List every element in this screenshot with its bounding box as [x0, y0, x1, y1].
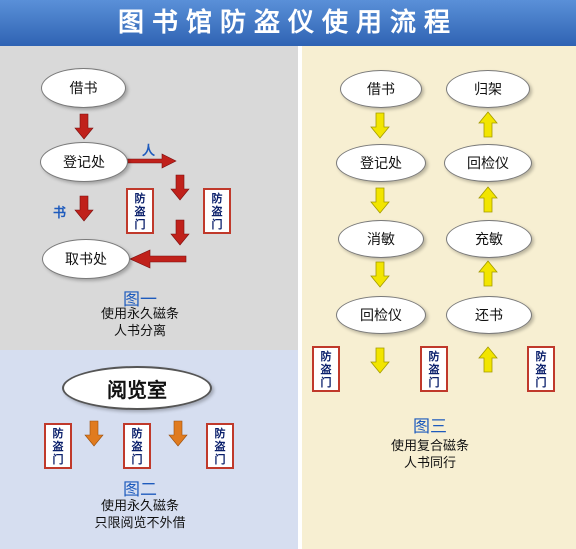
figure-3-label: 图三: [413, 417, 447, 437]
figure-1-label: 图一: [123, 290, 157, 310]
security-gate-1b: 防盗门: [203, 188, 231, 234]
security-gate-3c: 防盗门: [527, 346, 555, 392]
title-bar: [0, 0, 576, 46]
figure-1-caption-line2: 人书分离: [113, 324, 166, 339]
node-register-3: 登记处: [336, 144, 426, 182]
node-sensitize: 充敏: [446, 220, 532, 258]
security-gate-1a: 防盗门: [126, 188, 154, 234]
node-reading-room: 阅览室: [62, 366, 212, 410]
figure-1-caption-line1: 使用永久磁条: [100, 307, 179, 322]
figure-3-caption-line1: 使用复合磁条: [390, 439, 469, 454]
node-borrow-3: 借书: [340, 70, 422, 108]
node-return: 还书: [446, 296, 532, 334]
label-book: 书: [53, 206, 67, 221]
panel-figure-3: [301, 46, 576, 549]
figure-3-caption-line2: 人书同行: [403, 456, 456, 471]
security-gate-2a: 防盗门: [44, 423, 72, 469]
security-gate-3a: 防盗门: [312, 346, 340, 392]
node-register: 登记处: [40, 142, 128, 182]
figure-2-label: 图二: [123, 480, 157, 500]
node-desensitize: 消敏: [338, 220, 424, 258]
node-pickup: 取书处: [42, 239, 130, 279]
node-recheck-left: 回检仪: [336, 296, 426, 334]
node-recheck-right: 回检仪: [444, 144, 532, 182]
node-borrow: 借书: [41, 68, 126, 108]
security-gate-2b: 防盗门: [123, 423, 151, 469]
figure-2-caption-line1: 使用永久磁条: [100, 499, 179, 514]
figure-2-caption-line2: 只限阅览不外借: [94, 516, 186, 531]
diagram-title: 图书馆防盗仪使用流程: [117, 8, 458, 38]
label-person: 人: [142, 144, 156, 159]
node-shelve: 归架: [446, 70, 530, 108]
panel-divider: [298, 46, 302, 549]
security-gate-2c: 防盗门: [206, 423, 234, 469]
security-gate-3b: 防盗门: [420, 346, 448, 392]
